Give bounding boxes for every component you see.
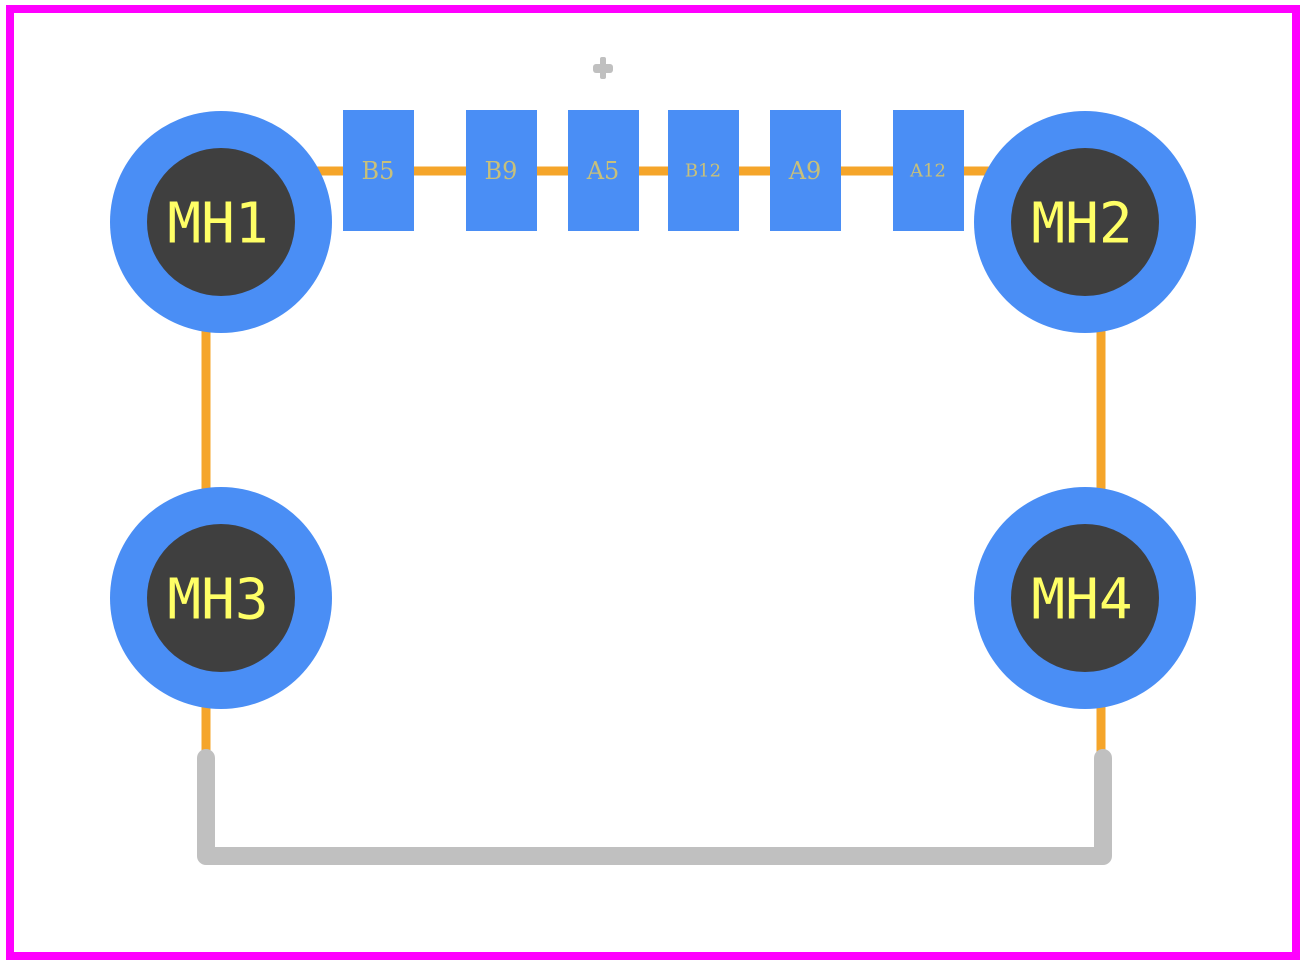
hole-label: MH3 bbox=[167, 568, 268, 633]
crosshair-origin-icon bbox=[593, 57, 613, 79]
hole-label: MH4 bbox=[1031, 568, 1132, 633]
smd-pad-b5[interactable]: B5 bbox=[343, 110, 414, 231]
pad-label: A5 bbox=[586, 157, 620, 185]
pad-label: B9 bbox=[485, 157, 518, 185]
hole-label: MH2 bbox=[1031, 192, 1132, 257]
mounting-hole-mh3[interactable]: MH3 bbox=[110, 487, 332, 709]
mounting-hole-mh2[interactable]: MH2 bbox=[974, 111, 1196, 333]
smd-pads: B5 B9 A5 B12 A9 A12 bbox=[343, 110, 964, 231]
mounting-hole-mh4[interactable]: MH4 bbox=[974, 487, 1196, 709]
pad-label: A12 bbox=[909, 161, 946, 182]
mounting-hole-mh1[interactable]: MH1 bbox=[110, 111, 332, 333]
pad-label: A9 bbox=[788, 157, 822, 185]
hole-label: MH1 bbox=[167, 192, 268, 257]
silkscreen-outline bbox=[197, 749, 1112, 865]
smd-pad-a12[interactable]: A12 bbox=[893, 110, 964, 231]
board-outline bbox=[6, 5, 1300, 960]
smd-pad-b9[interactable]: B9 bbox=[466, 110, 537, 231]
smd-pad-b12[interactable]: B12 bbox=[668, 110, 739, 231]
pad-label: B12 bbox=[685, 161, 721, 182]
smd-pad-a5[interactable]: A5 bbox=[568, 110, 639, 231]
smd-pad-a9[interactable]: A9 bbox=[770, 110, 841, 231]
trace-group bbox=[201, 166, 1106, 760]
mounting-holes: MH1 MH2 MH3 MH4 bbox=[110, 111, 1196, 709]
pad-label: B5 bbox=[362, 157, 395, 185]
